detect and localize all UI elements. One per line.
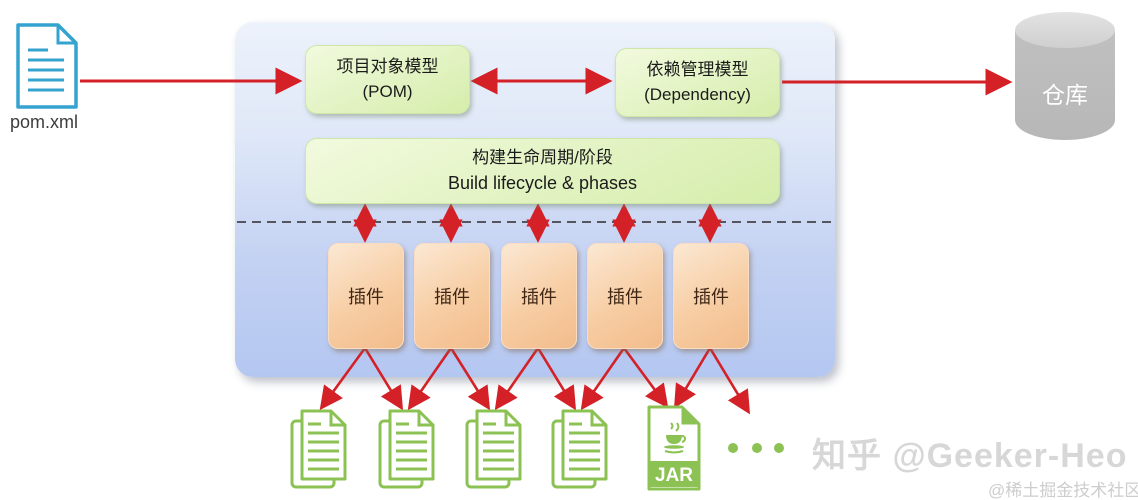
output-documents-icon-1 xyxy=(290,409,347,489)
pom-model-box: 项目对象模型 (POM) xyxy=(305,45,470,114)
build-lifecycle-title-zh: 构建生命周期/阶段 xyxy=(472,147,613,167)
pom-file-document-icon xyxy=(16,23,78,109)
dependency-model-subtitle: (Dependency) xyxy=(644,84,751,104)
output-documents-icon-3 xyxy=(465,409,522,489)
plugin-box-3: 插件 xyxy=(501,243,577,349)
jar-file-icon: JAR xyxy=(647,405,701,491)
dependency-model-title: 依赖管理模型 xyxy=(646,59,749,79)
plugin-label: 插件 xyxy=(434,287,470,307)
build-lifecycle-box: 构建生命周期/阶段 Build lifecycle & phases xyxy=(305,138,780,204)
plugin-box-2: 插件 xyxy=(414,243,490,349)
repository-label: 仓库 xyxy=(1042,82,1088,108)
plugin-label: 插件 xyxy=(348,287,384,307)
output-documents-icon-4 xyxy=(551,409,608,489)
build-lifecycle-title-en: Build lifecycle & phases xyxy=(447,173,638,194)
plugin-label: 插件 xyxy=(693,287,729,307)
repository-cylinder-top-icon xyxy=(1015,12,1115,48)
three-dots-icon xyxy=(728,443,738,453)
plugin-box-1: 插件 xyxy=(328,243,404,349)
three-dots-icon xyxy=(752,443,762,453)
output-documents-icon-2 xyxy=(378,409,435,489)
three-dots-icon xyxy=(774,443,784,453)
plugin-label: 插件 xyxy=(521,287,557,307)
pom-file-label: pom.xml xyxy=(10,112,79,132)
watermark-zhihu: 知乎 @Geeker-Heo xyxy=(812,437,1128,475)
watermark-juejin: @稀土掘金技术社区 xyxy=(988,481,1138,500)
plugin-box-4: 插件 xyxy=(587,243,663,349)
dependency-model-box: 依赖管理模型 (Dependency) xyxy=(615,48,780,117)
jar-label: JAR xyxy=(655,465,693,486)
pom-model-title: 项目对象模型 xyxy=(336,56,439,76)
plugin-label: 插件 xyxy=(607,287,643,307)
plugin-box-5: 插件 xyxy=(673,243,749,349)
pom-model-subtitle: (POM) xyxy=(362,81,413,101)
repository-cylinder-icon xyxy=(1015,30,1115,140)
